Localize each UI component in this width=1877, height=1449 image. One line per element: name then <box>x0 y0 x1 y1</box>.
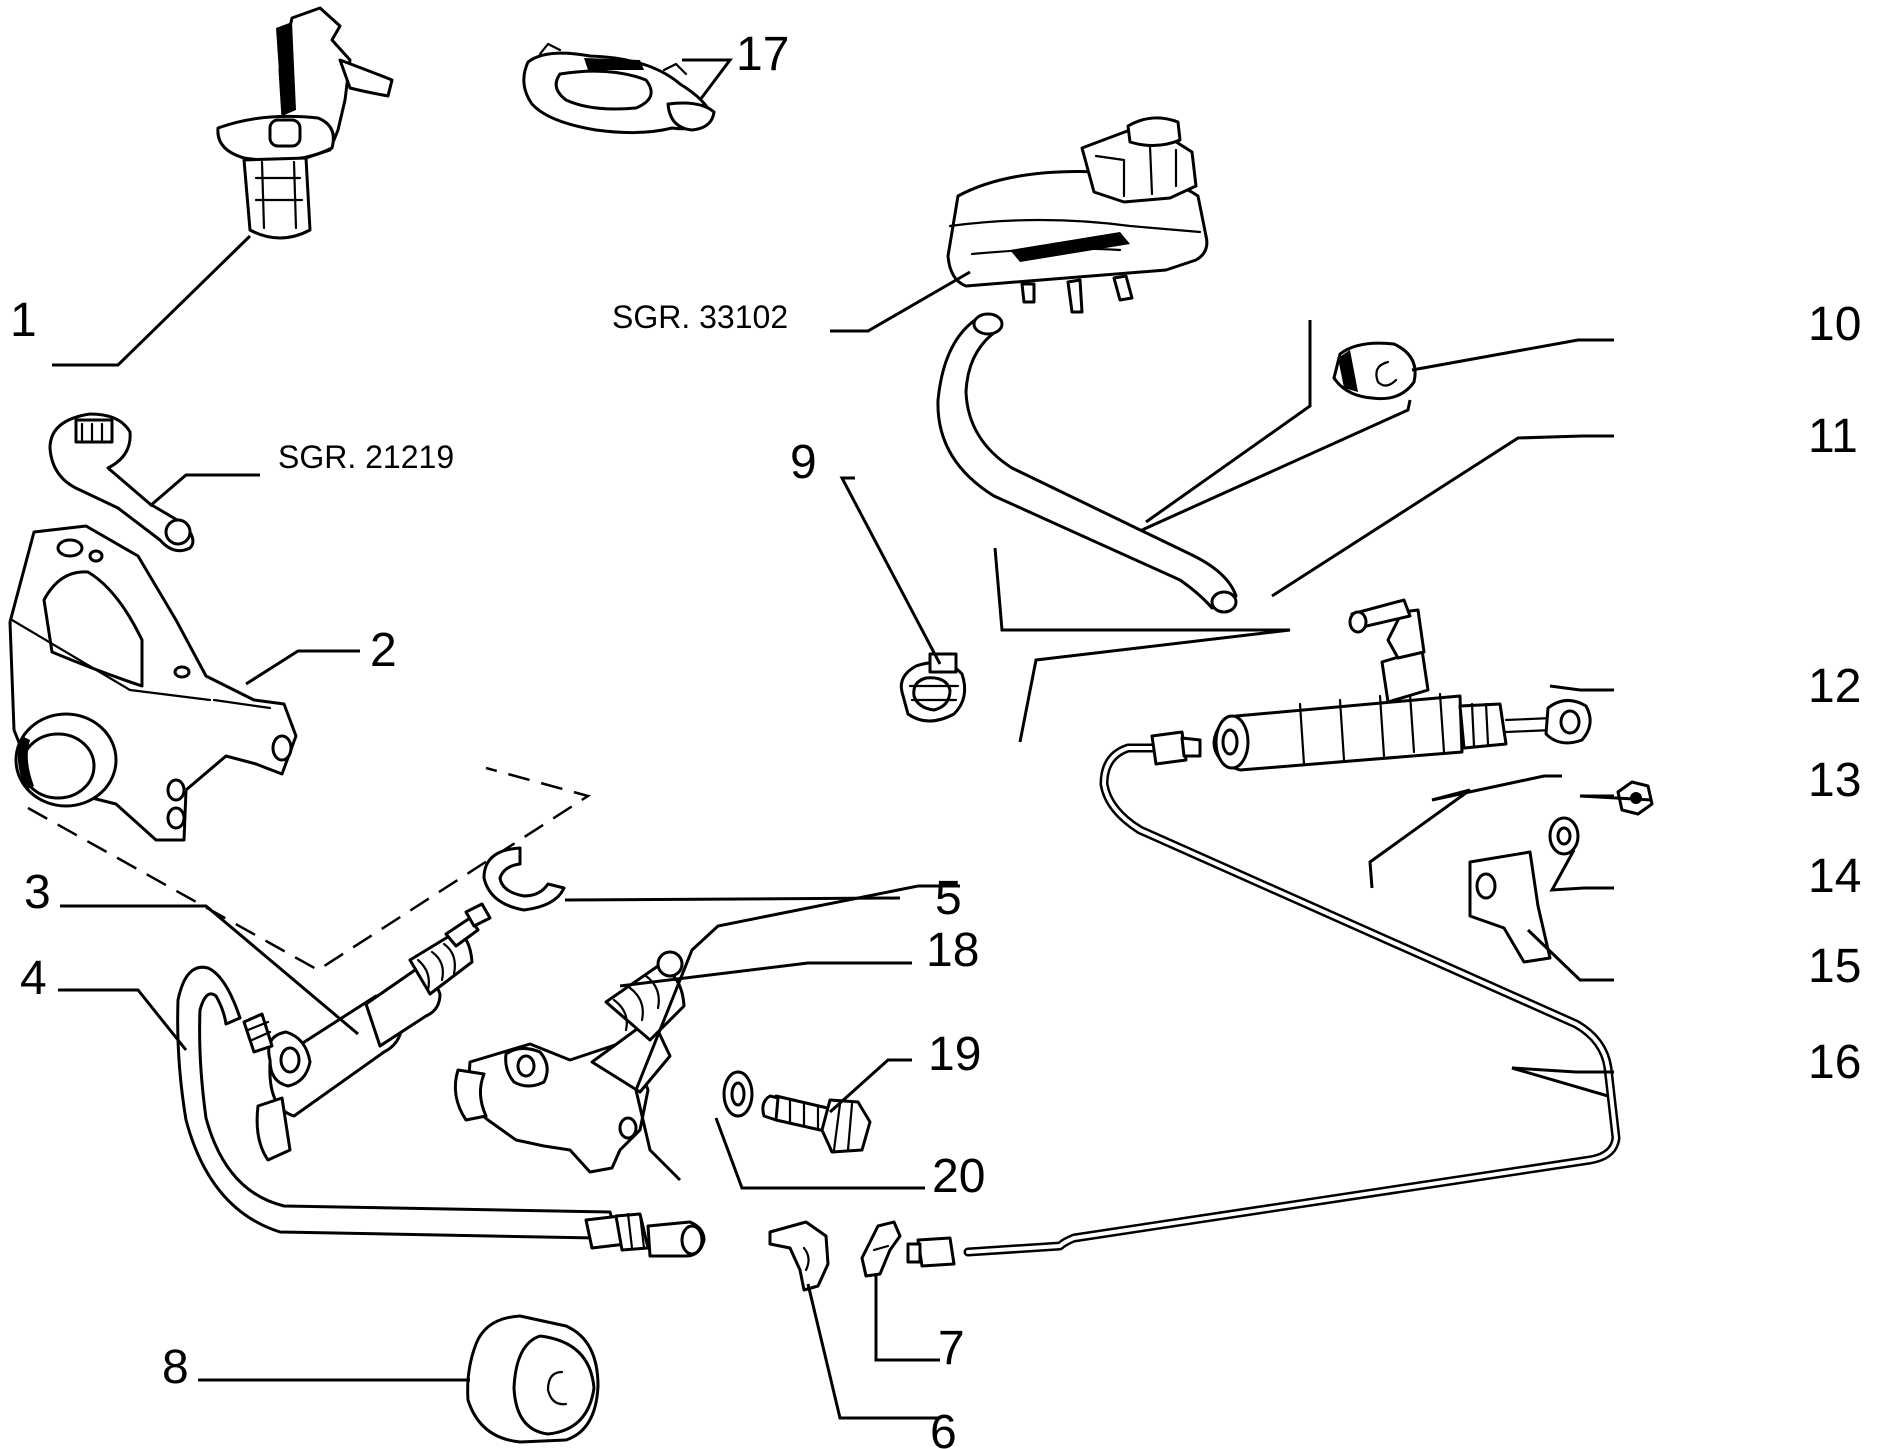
part-12-master-cylinder <box>1212 598 1592 772</box>
part-6-pipe-clip <box>768 1220 830 1292</box>
callout-12: 12 <box>1808 660 1861 713</box>
part-7-pipe-clip <box>860 1220 902 1278</box>
callout-4: 4 <box>20 952 47 1005</box>
reference-pedal-lever: SGR. 21219 <box>278 439 454 475</box>
callout-16: 16 <box>1808 1036 1861 1089</box>
part-11-supply-hose <box>936 312 1238 614</box>
callout-18: 18 <box>926 924 979 977</box>
part-10-grommet <box>1332 341 1417 401</box>
part-19-banjo-bolt <box>761 1094 872 1154</box>
callout-9: 9 <box>790 436 817 489</box>
callout-17: 17 <box>736 28 789 81</box>
part-14-washer <box>1548 816 1580 856</box>
part-18-cylinder-body <box>453 950 686 1174</box>
callout-2: 2 <box>370 624 397 677</box>
part-20-sealing-washer <box>722 1070 754 1118</box>
part-1-retainer-clip <box>216 6 394 240</box>
part-9-hose-clamp <box>899 652 967 723</box>
callout-5: 5 <box>935 872 962 925</box>
callout-7: 7 <box>938 1322 965 1375</box>
callout-20: 20 <box>932 1150 985 1203</box>
part-17-hose-clip <box>522 42 716 135</box>
callout-15: 15 <box>1808 940 1861 993</box>
fluid-reservoir <box>946 116 1209 314</box>
part-4-flexible-hose <box>176 965 706 1258</box>
callout-1: 1 <box>10 294 37 347</box>
callout-3: 3 <box>24 866 51 919</box>
callout-8: 8 <box>162 1341 189 1394</box>
callout-11: 11 <box>1808 410 1858 463</box>
leader-lines <box>52 58 1653 1420</box>
part-3-slave-cylinder <box>242 902 492 1162</box>
part-16-rigid-pipe <box>906 730 1621 1268</box>
assembly-dashed-outline <box>27 766 592 972</box>
callout-13: 13 <box>1808 754 1861 807</box>
part-5-circlip <box>482 846 566 912</box>
callout-labels: 1 2 3 4 5 6 7 8 9 10 11 12 13 14 15 16 1… <box>10 28 1861 1449</box>
reference-reservoir: SGR. 33102 <box>612 299 788 335</box>
part-8-rubber-bush <box>466 1314 600 1444</box>
callout-10: 10 <box>1808 298 1861 351</box>
part-15-mounting-bracket <box>1468 850 1552 964</box>
callout-19: 19 <box>928 1028 981 1081</box>
callout-14: 14 <box>1808 850 1861 903</box>
pedal-lever <box>48 412 195 553</box>
part-2-support-bracket <box>8 524 298 842</box>
callout-6: 6 <box>930 1406 957 1449</box>
